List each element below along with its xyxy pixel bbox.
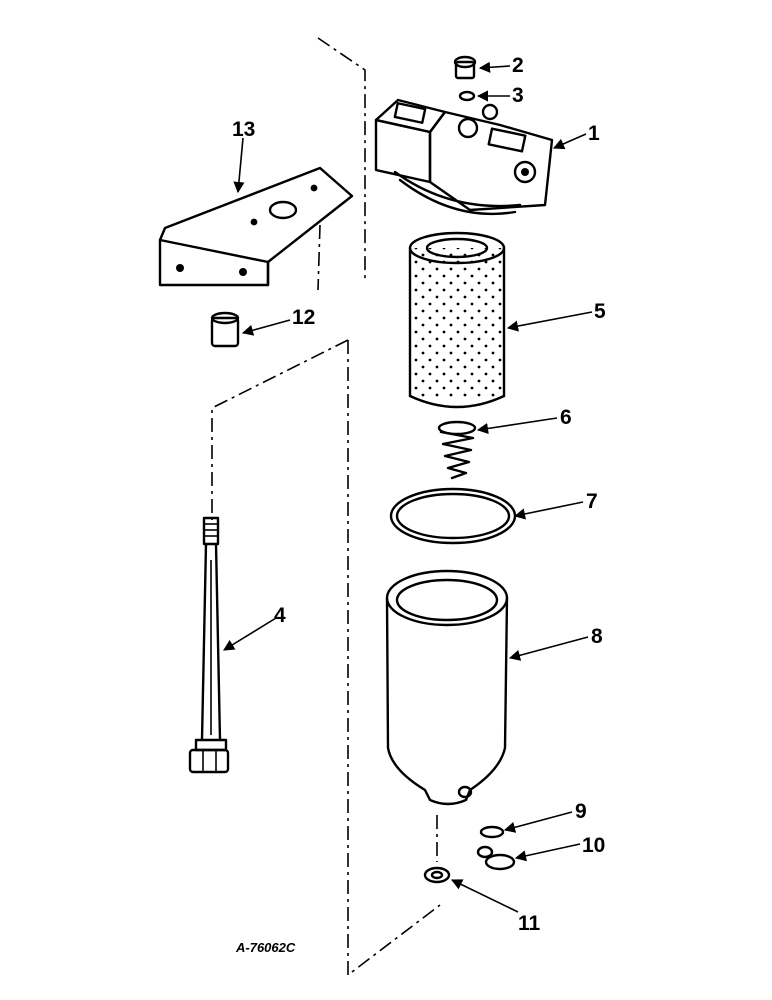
filter-element [408,231,506,409]
drawing-number: A-76062C [235,940,296,955]
center-bolt [188,516,230,774]
spring [437,420,477,480]
callout-2: 2 [512,54,524,77]
plug [453,55,477,80]
callout-4: 4 [274,604,286,627]
drain-plug [476,845,516,871]
leader-lines [223,61,593,913]
callout-10: 10 [582,834,605,857]
callout-1: 1 [588,122,600,145]
callout-9: 9 [575,800,587,823]
filter-bowl [385,569,509,806]
spacer [210,311,240,348]
callout-7: 7 [586,490,598,513]
callout-5: 5 [594,300,606,323]
callout-12: 12 [292,306,315,329]
callout-13: 13 [232,118,255,141]
assembly-centerlines [211,37,441,977]
callout-11: 11 [518,912,541,935]
drain-washer [479,825,505,839]
mounting-bracket [158,166,354,287]
filter-head [374,98,554,216]
callout-labels: 1 2 3 4 5 6 7 8 9 10 11 12 13 [232,54,606,935]
callout-8: 8 [591,625,603,648]
callout-6: 6 [560,406,572,429]
gasket-small [458,90,476,102]
seal-ring [389,487,517,545]
callout-3: 3 [512,84,524,107]
bottom-gasket [423,866,451,884]
